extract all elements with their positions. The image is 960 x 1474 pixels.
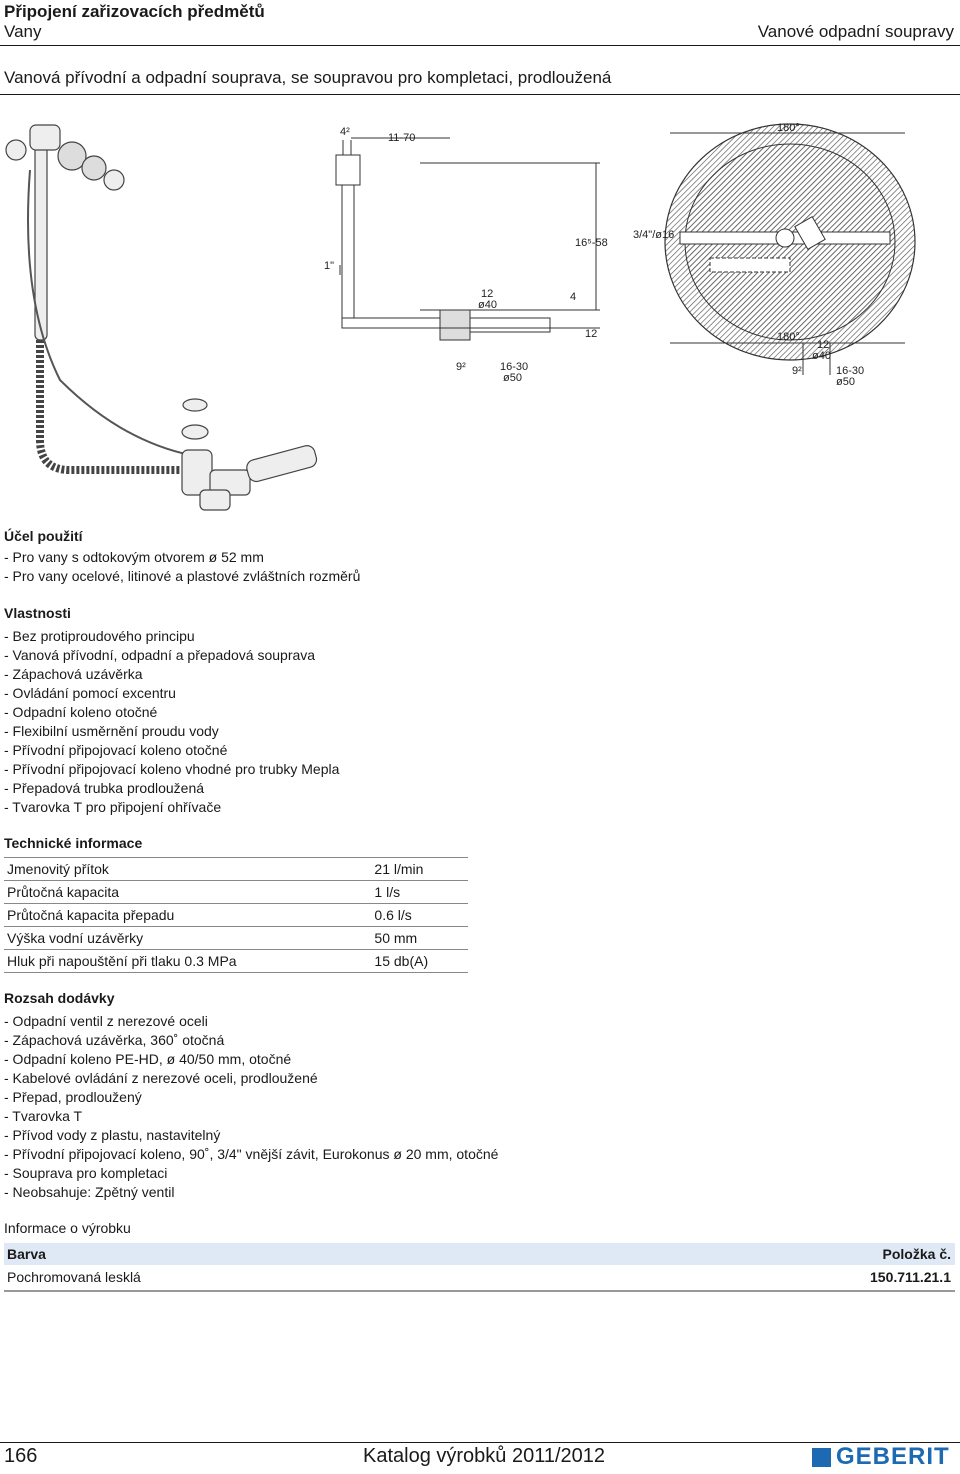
dim-thread: 3/4"/ø16	[633, 229, 674, 241]
category-label: Vany	[4, 22, 42, 41]
list-item: - Zápachová uzávěrka, 360˚ otočná	[4, 1032, 225, 1048]
list-item: - Přepadová trubka prodloužená	[4, 780, 205, 796]
dim-180-bottom: 180°	[777, 331, 800, 343]
row-color: Pochromovaná lesklá	[7, 1269, 141, 1285]
delivery-list: - Odpadní ventil z nerezové oceli - Zápa…	[4, 1012, 498, 1202]
dim-12-top: 12	[817, 339, 829, 351]
list-item: - Přívodní připojovací koleno, 90˚, 3/4"…	[4, 1146, 499, 1162]
tech-value: 50 mm	[357, 926, 468, 950]
dim-o50: ø50	[503, 372, 522, 384]
dim-12b: 12	[585, 328, 597, 340]
dim-o40: ø40	[478, 299, 497, 311]
dim-o40-top: ø40	[812, 350, 831, 362]
list-item: - Přívod vody z plastu, nastavitelný	[4, 1127, 221, 1143]
properties-title: Vlastnosti	[4, 605, 71, 621]
dim-4-2: 4²	[340, 126, 350, 138]
list-item: - Přívodní připojovací koleno otočné	[4, 742, 228, 758]
page-number: 166	[4, 1445, 38, 1467]
dim-4: 4	[570, 291, 576, 303]
product-table-header: Barva Položka č.	[4, 1243, 955, 1265]
dim-180-top: 180°	[777, 122, 800, 134]
geberit-logo: GEBERIT	[812, 1443, 956, 1470]
title-rule	[0, 94, 960, 95]
list-item: - Odpadní koleno otočné	[4, 704, 158, 720]
tech-label: Průtočná kapacita	[4, 880, 358, 904]
product-title: Vanová přívodní a odpadní souprava, se s…	[4, 68, 612, 87]
logo-text: GEBERIT	[836, 1443, 950, 1470]
dim-16-58: 16⁵-58	[575, 237, 608, 249]
list-item: - Flexibilní usměrnění proudu vody	[4, 723, 219, 739]
tech-value: 0.6 l/s	[357, 903, 468, 927]
list-item: - Souprava pro kompletaci	[4, 1165, 168, 1181]
section-title: Připojení zařizovacích předmětů	[4, 2, 265, 21]
product-info-title: Informace o výrobku	[4, 1220, 131, 1236]
list-item: - Pro vany ocelové, litinové a plastové …	[4, 568, 361, 584]
tech-label: Výška vodní uzávěrky	[4, 926, 358, 950]
list-item: - Pro vany s odtokovým otvorem ø 52 mm	[4, 549, 264, 565]
dim-16-30: 16-30	[500, 361, 528, 373]
delivery-title: Rozsah dodávky	[4, 990, 115, 1006]
side-view	[335, 137, 600, 341]
dim-12: 12	[481, 288, 493, 300]
technical-drawing: 4² 11-70 16⁵-58 1" 12 ø40 4 12 9² 16-30 …	[5, 122, 916, 511]
list-item: - Kabelové ovládání z nerezové oceli, pr…	[4, 1070, 318, 1086]
dim-1-inch: 1"	[324, 260, 334, 272]
catalog-label: Katalog výrobků 2011/2012	[363, 1445, 606, 1467]
tech-label: Průtočná kapacita přepadu	[4, 903, 358, 927]
list-item: - Vanová přívodní, odpadní a přepadová s…	[4, 647, 316, 663]
dim-o50-top: ø50	[836, 376, 855, 388]
tech-label: Hluk při napouštění při tlaku 0.3 MPa	[4, 949, 358, 973]
list-item: - Odpadní koleno PE-HD, ø 40/50 mm, otoč…	[4, 1051, 292, 1067]
tech-value: 1 l/s	[357, 880, 468, 904]
col-item: Položka č.	[882, 1246, 951, 1262]
table-row: Pochromovaná lesklá 150.711.21.1	[4, 1266, 955, 1292]
list-item: - Tvarovka T pro připojení ohřívače	[4, 799, 222, 815]
dim-16-30-top: 16-30	[836, 365, 864, 377]
list-item: - Zápachová uzávěrka	[4, 666, 143, 682]
list-item: - Přepad, prodloužený	[4, 1089, 142, 1105]
usage-list: - Pro vany s odtokovým otvorem ø 52 mm -…	[4, 548, 360, 586]
list-item: - Neobsahuje: Zpětný ventil	[4, 1184, 175, 1200]
list-item: - Bez protiproudového principu	[4, 628, 195, 644]
dim-11-70: 11-70	[388, 132, 415, 144]
list-item: - Přívodní připojovací koleno vhodné pro…	[4, 761, 340, 777]
dim-9-2-top: 9²	[792, 365, 802, 377]
list-item: - Tvarovka T	[4, 1108, 83, 1124]
top-view	[664, 123, 916, 375]
list-item: - Ovládání pomocí excentru	[4, 685, 176, 701]
usage-title: Účel použití	[4, 528, 83, 544]
header-rule	[0, 45, 960, 46]
col-color: Barva	[7, 1246, 46, 1262]
subcategory-label: Vanové odpadní soupravy	[757, 22, 954, 41]
product-illustration	[5, 124, 318, 511]
footer-rule	[0, 1442, 960, 1443]
dim-9-2: 9²	[456, 361, 466, 373]
properties-list: - Bez protiproudového principu - Vanová …	[4, 627, 339, 817]
tech-label: Jmenovitý přítok	[4, 857, 358, 881]
logo-square-icon	[812, 1448, 831, 1467]
list-item: - Odpadní ventil z nerezové oceli	[4, 1013, 208, 1029]
row-item-number: 150.711.21.1	[870, 1269, 951, 1285]
tech-value: 15 db(A)	[357, 949, 468, 973]
tech-value: 21 l/min	[357, 857, 468, 881]
technical-title: Technické informace	[4, 835, 143, 851]
